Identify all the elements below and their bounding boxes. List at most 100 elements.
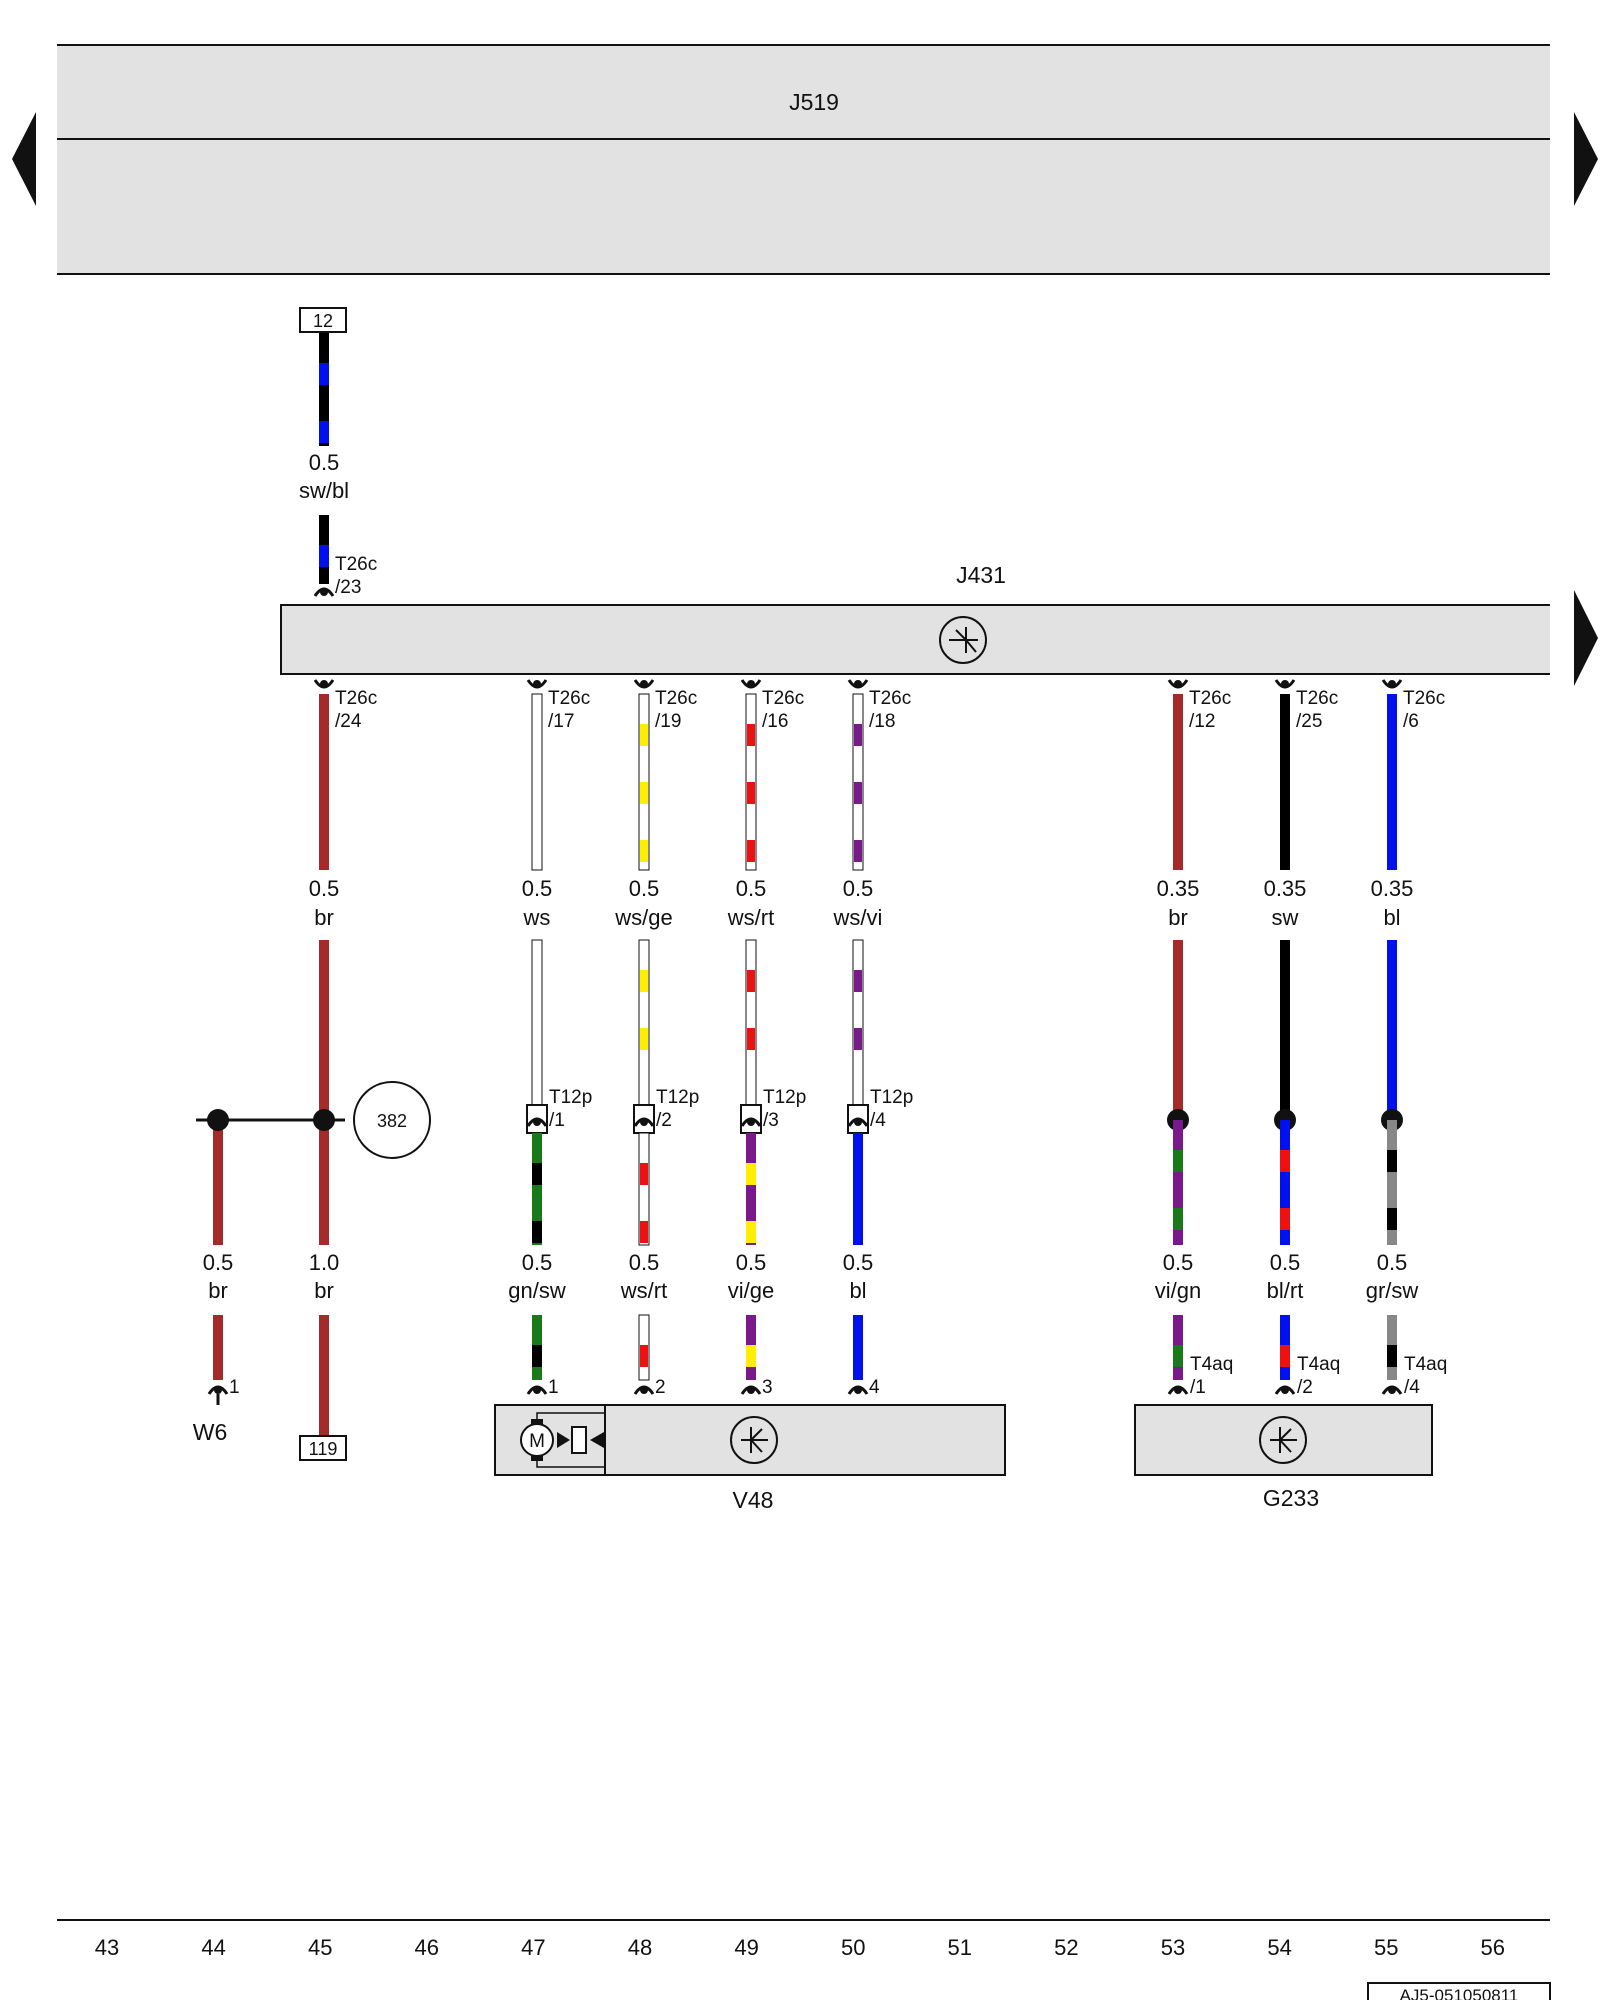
wire-stripe — [640, 1221, 648, 1243]
wire-color-label: bl — [1383, 905, 1400, 930]
wire-lower-bottom — [638, 1314, 650, 1381]
wire-stripe — [640, 970, 648, 992]
ground-pin-icon — [847, 1385, 869, 1395]
wire-size-label: 0.5 — [522, 876, 553, 901]
pin-dot — [1388, 1386, 1396, 1394]
wire-size-label: 0.5 — [843, 876, 874, 901]
wire-stripe — [1173, 1345, 1183, 1367]
wire-size-label: 0.5 — [736, 876, 767, 901]
pin-label: /1 — [1190, 1377, 1206, 1398]
arrow-left-icon[interactable] — [12, 112, 36, 206]
wire-stripe — [747, 840, 755, 862]
pin-label: /3 — [763, 1110, 779, 1131]
wire-size-label: 0.5 — [1377, 1250, 1408, 1275]
wire-size-label: 0.5 — [203, 1250, 234, 1275]
pin-dot — [1281, 1386, 1289, 1394]
wire-segment — [1173, 940, 1183, 1120]
wire-lower-upper — [1387, 1120, 1397, 1245]
arrow-right-icon[interactable] — [1574, 112, 1598, 206]
wire-stripe — [1387, 1208, 1397, 1230]
wire-size-label: 0.35 — [1371, 876, 1414, 901]
pin-label: /6 — [1403, 711, 1419, 732]
wire-size-label: 0.35 — [1264, 876, 1307, 901]
wire-color-label: gr/sw — [1366, 1278, 1419, 1303]
wire-lower-bottom — [853, 1315, 863, 1380]
wire-base — [1173, 1120, 1183, 1245]
reference-box-bottom — [299, 1435, 347, 1461]
pin-label: /24 — [335, 711, 362, 732]
wire-lower-upper — [853, 1133, 863, 1245]
wire-base — [745, 939, 757, 1106]
wire-lower-upper — [638, 1132, 650, 1246]
wire-j431-upper — [531, 693, 543, 871]
wire-color-label: br — [314, 1278, 334, 1303]
wire-j431-upper — [1387, 694, 1397, 870]
connector-label: T26c — [335, 688, 377, 709]
arrow-right-icon[interactable] — [1574, 590, 1598, 686]
pin-label: 1 — [229, 1377, 240, 1398]
wire-stripe — [532, 1163, 542, 1185]
wire-color-label: br — [1168, 905, 1188, 930]
wire-size-label: 0.5 — [843, 1250, 874, 1275]
wire-j431-middle — [531, 939, 543, 1106]
wire-size-label: 1.0 — [309, 1250, 340, 1275]
ground-pin-icon — [1167, 679, 1189, 689]
reference-circle-382 — [353, 1081, 431, 1159]
pin-dot — [1174, 1386, 1182, 1394]
pin-label: 4 — [869, 1377, 880, 1398]
wire-stripe — [319, 363, 329, 385]
wire-segment — [1387, 694, 1397, 870]
pin-dot — [214, 1386, 222, 1394]
pin-dot — [640, 1386, 648, 1394]
wire-stripe — [532, 1345, 542, 1367]
wire-color-label: sw — [1272, 905, 1299, 930]
wire-color-label: bl/rt — [1267, 1278, 1304, 1303]
wire-stripe — [640, 1163, 648, 1185]
pin-label: 3 — [762, 1377, 773, 1398]
wire-stripe — [1280, 1345, 1290, 1367]
wire-stripe — [640, 840, 648, 862]
connector-label: T12p — [549, 1087, 592, 1108]
pin-label: /2 — [1297, 1377, 1313, 1398]
wire-top-color: sw/bl — [299, 478, 349, 503]
column-number: 46 — [415, 1935, 439, 1960]
wire-lower-upper — [319, 1120, 329, 1245]
wire-color-label: gn/sw — [508, 1278, 566, 1303]
wire-base — [746, 1133, 756, 1245]
pin-dot — [640, 1118, 648, 1126]
ground-pin-icon — [740, 1117, 762, 1127]
ground-pin-icon — [1381, 1385, 1403, 1395]
connector-label: T26c — [1189, 688, 1231, 709]
wire-base — [852, 939, 864, 1106]
wire-base — [638, 939, 650, 1106]
wire-stripe — [532, 1221, 542, 1243]
wire-color-label: ws/ge — [614, 905, 672, 930]
g233-sensor: G233 — [1134, 1404, 1433, 1511]
wire-color-label: ws/rt — [727, 905, 774, 930]
wire-segment — [531, 693, 543, 871]
wire-sw-bl-upper — [319, 333, 329, 446]
wire-top-size: 0.5 — [309, 450, 340, 475]
connector-label: T26c — [655, 688, 697, 709]
wire-j431-upper — [1173, 694, 1183, 870]
pin-dot — [854, 1386, 862, 1394]
wire-stripe — [640, 724, 648, 746]
pin-label: /25 — [1296, 711, 1322, 732]
pin-label: /4 — [1404, 1377, 1420, 1398]
wire-j431-middle — [638, 939, 650, 1106]
wire-stripe — [854, 724, 862, 746]
wire-lower-upper — [1173, 1120, 1183, 1245]
pin-dot — [747, 1118, 755, 1126]
wire-j431-middle — [1173, 940, 1183, 1120]
ground-pin-icon — [1167, 1385, 1189, 1395]
connector-label: T4aq — [1297, 1354, 1340, 1375]
wire-j431-middle — [745, 939, 757, 1106]
ground-pin-icon — [313, 679, 335, 689]
wire-size-label: 0.5 — [309, 876, 340, 901]
wire-color-label: vi/ge — [728, 1278, 774, 1303]
wire-segment — [319, 694, 329, 870]
connector-label: T4aq — [1404, 1354, 1447, 1375]
wire-size-label: 0.5 — [522, 1250, 553, 1275]
connector-label: T12p — [763, 1087, 806, 1108]
